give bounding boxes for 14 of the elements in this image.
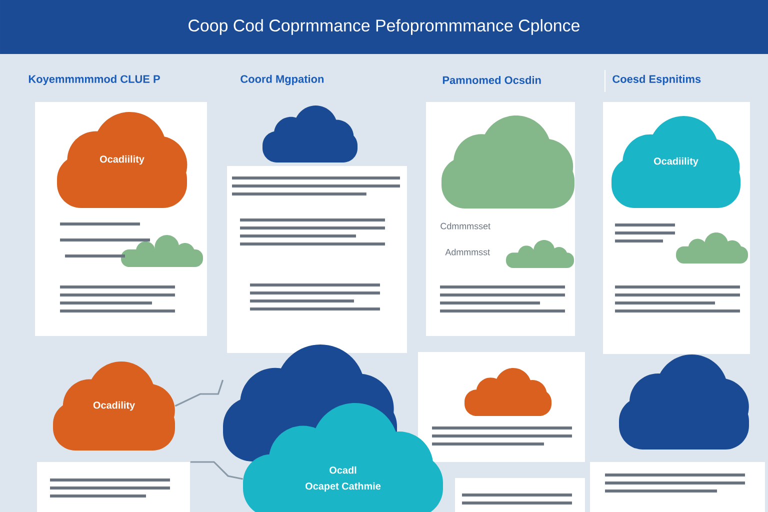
connector-line: [174, 380, 224, 407]
cloud-shape: [464, 368, 552, 416]
cloud-shape: [262, 106, 358, 162]
cloud-shape: [619, 354, 749, 450]
cloud-shape: [676, 232, 748, 264]
column-heading: Koyemmmmmod CLUE P: [28, 74, 160, 86]
column-heading: Pamnomed Ocsdin: [442, 76, 541, 84]
cloud-shape: [121, 235, 203, 267]
title: Coop Cod Coprmmance Pefoprommmance Cplonce: [188, 19, 580, 35]
cloud-shape: [442, 116, 574, 208]
column-heading: Coord Mgpation: [240, 74, 324, 86]
cloud-shape: [506, 240, 574, 268]
connector-line: [190, 461, 243, 480]
column-heading: Coesd Espnitims: [612, 74, 701, 86]
